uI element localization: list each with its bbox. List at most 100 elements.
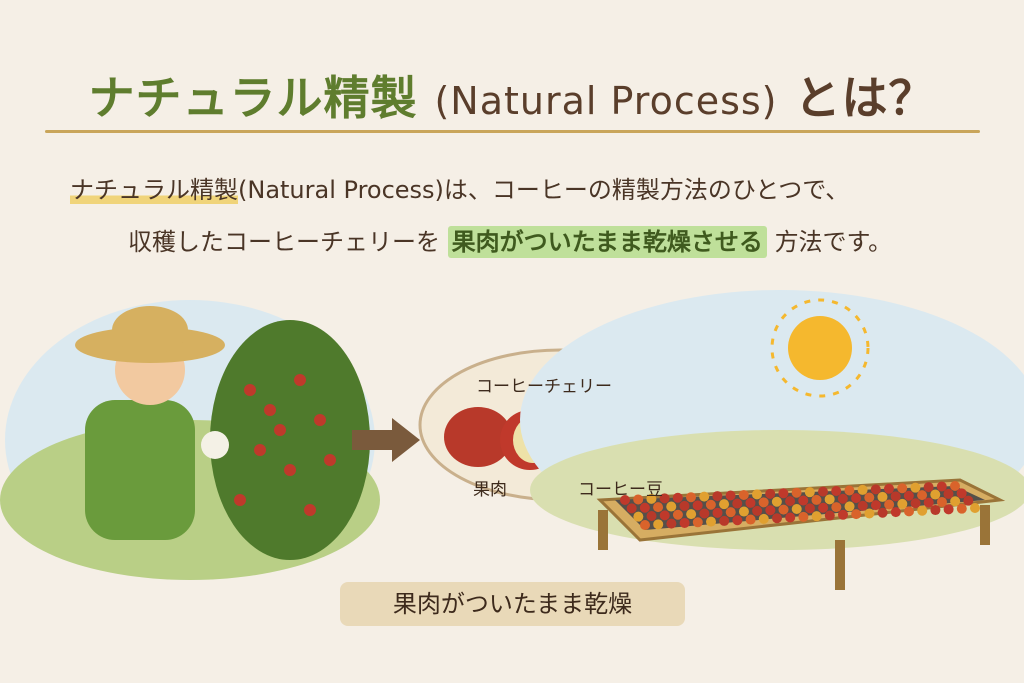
drying-cherry bbox=[699, 491, 710, 502]
coffee-cherry-icon bbox=[444, 407, 512, 467]
drying-cherry bbox=[732, 515, 743, 526]
drying-cherry bbox=[791, 503, 802, 514]
drying-cherry bbox=[785, 512, 796, 523]
drying-cherry bbox=[818, 486, 828, 497]
drying-cherry bbox=[950, 496, 961, 507]
drying-cherry bbox=[844, 485, 855, 496]
drying-cherry bbox=[758, 497, 769, 508]
description-line-1: ナチュラル精製(Natural Process)は、コーヒーの精製方法のひとつで… bbox=[70, 170, 849, 205]
drying-cherry bbox=[910, 482, 921, 493]
drying-cherry bbox=[903, 490, 914, 501]
drying-cherry bbox=[844, 501, 855, 512]
coffee-bean-label: コーヒー豆 bbox=[578, 480, 663, 500]
drying-cherry bbox=[692, 500, 703, 511]
drying-cherry bbox=[745, 514, 756, 525]
drying-cherry bbox=[699, 508, 710, 519]
drying-cherry bbox=[831, 502, 842, 513]
sun-icon bbox=[788, 316, 852, 380]
drying-cherry bbox=[778, 504, 789, 515]
drying-cherry bbox=[851, 493, 862, 504]
drying-cherry bbox=[917, 505, 928, 516]
drying-cherry bbox=[679, 500, 690, 511]
drying-cherry bbox=[706, 516, 716, 527]
drying-cherry bbox=[936, 496, 947, 507]
title-underline bbox=[45, 130, 980, 133]
drying-cherry bbox=[890, 507, 901, 518]
drying-cherry bbox=[950, 481, 960, 491]
drying-cherry bbox=[804, 503, 815, 514]
drying-cherry bbox=[745, 497, 756, 508]
drying-cherry bbox=[633, 494, 644, 505]
drying-cherry bbox=[738, 489, 749, 500]
drying-cherry bbox=[870, 500, 881, 511]
drying-cherry bbox=[857, 484, 868, 495]
drying-cherry bbox=[897, 498, 908, 509]
coffee-cherry-label: コーヒーチェリー bbox=[476, 377, 612, 397]
drying-cherry bbox=[778, 488, 789, 499]
title-jp: ナチュラル精製 bbox=[88, 71, 418, 125]
drying-cherry bbox=[798, 495, 809, 506]
drying-cherry bbox=[970, 503, 980, 513]
drying-cherry bbox=[679, 517, 690, 528]
drying-cherry bbox=[936, 481, 947, 492]
drying-caption: 果肉がついたまま乾燥 bbox=[340, 582, 685, 626]
drying-cherry bbox=[633, 511, 644, 522]
drying-cherry bbox=[877, 491, 888, 502]
description-line-1-text: (Natural Process)は、コーヒーの精製方法のひとつで、 bbox=[238, 176, 850, 204]
page-title: ナチュラル精製 (Natural Process) とは？ bbox=[0, 62, 1024, 128]
drying-cherry bbox=[705, 499, 716, 510]
drying-cherry bbox=[772, 513, 782, 524]
drying-cherry bbox=[831, 486, 842, 497]
highlighted-phrase: 果肉がついたまま乾燥させる bbox=[447, 226, 767, 258]
description-line-2-post: 方法です。 bbox=[774, 228, 893, 256]
drying-cherry bbox=[765, 505, 776, 516]
farmer-harvesting-illustration bbox=[0, 300, 380, 580]
drying-cherry bbox=[725, 490, 736, 501]
drying-cherry bbox=[686, 509, 697, 520]
drying-cherry bbox=[818, 502, 829, 513]
drying-cherry bbox=[758, 513, 769, 524]
drying-cherry bbox=[930, 489, 941, 500]
arrow-right-icon bbox=[352, 418, 420, 462]
drying-cherry bbox=[712, 507, 723, 518]
drying-cherry bbox=[672, 492, 683, 503]
drying-cherry bbox=[719, 499, 730, 510]
drying-cherry bbox=[904, 506, 914, 517]
drying-cherry bbox=[752, 489, 762, 500]
drying-cherry bbox=[640, 520, 650, 530]
drying-cherry bbox=[811, 511, 822, 522]
drying-cherry bbox=[659, 493, 670, 504]
description-line-2: 収穫したコーヒーチェリーを 果肉がついたまま乾燥させる 方法です。 bbox=[128, 222, 893, 258]
drying-cherry bbox=[884, 499, 895, 510]
drying-cherry bbox=[732, 498, 743, 509]
drying-cherry bbox=[653, 502, 664, 513]
drying-cherry bbox=[851, 509, 862, 520]
drying-cherry bbox=[692, 517, 703, 528]
drying-cherry bbox=[811, 494, 822, 505]
drying-cherry bbox=[771, 496, 782, 507]
drying-cherry bbox=[923, 497, 934, 508]
drying-cherry bbox=[686, 492, 696, 503]
drying-cherry bbox=[884, 483, 894, 494]
farmer-body-icon bbox=[85, 400, 195, 540]
drying-cherry bbox=[917, 490, 928, 501]
drying-cherry bbox=[719, 515, 730, 526]
drying-cherry bbox=[620, 495, 630, 505]
drying-cherry bbox=[639, 502, 650, 513]
drying-cherry bbox=[752, 505, 763, 516]
drying-cherry bbox=[864, 492, 875, 503]
drying-cherry bbox=[666, 518, 677, 529]
drying-cherry bbox=[837, 493, 848, 504]
drying-cherry bbox=[659, 510, 670, 521]
drying-cherry bbox=[824, 510, 835, 521]
title-suffix: とは？ bbox=[794, 71, 936, 125]
drying-cherry bbox=[646, 511, 657, 522]
drying-cherry bbox=[804, 487, 815, 498]
process-illustration bbox=[0, 290, 1024, 590]
drying-cherry bbox=[877, 507, 888, 518]
drying-cherry bbox=[725, 507, 736, 518]
description-line-2-pre: 収穫したコーヒーチェリーを bbox=[128, 228, 440, 256]
drying-cherry bbox=[956, 488, 967, 499]
drying-cherry bbox=[910, 498, 921, 509]
drying-cherry bbox=[864, 508, 875, 519]
